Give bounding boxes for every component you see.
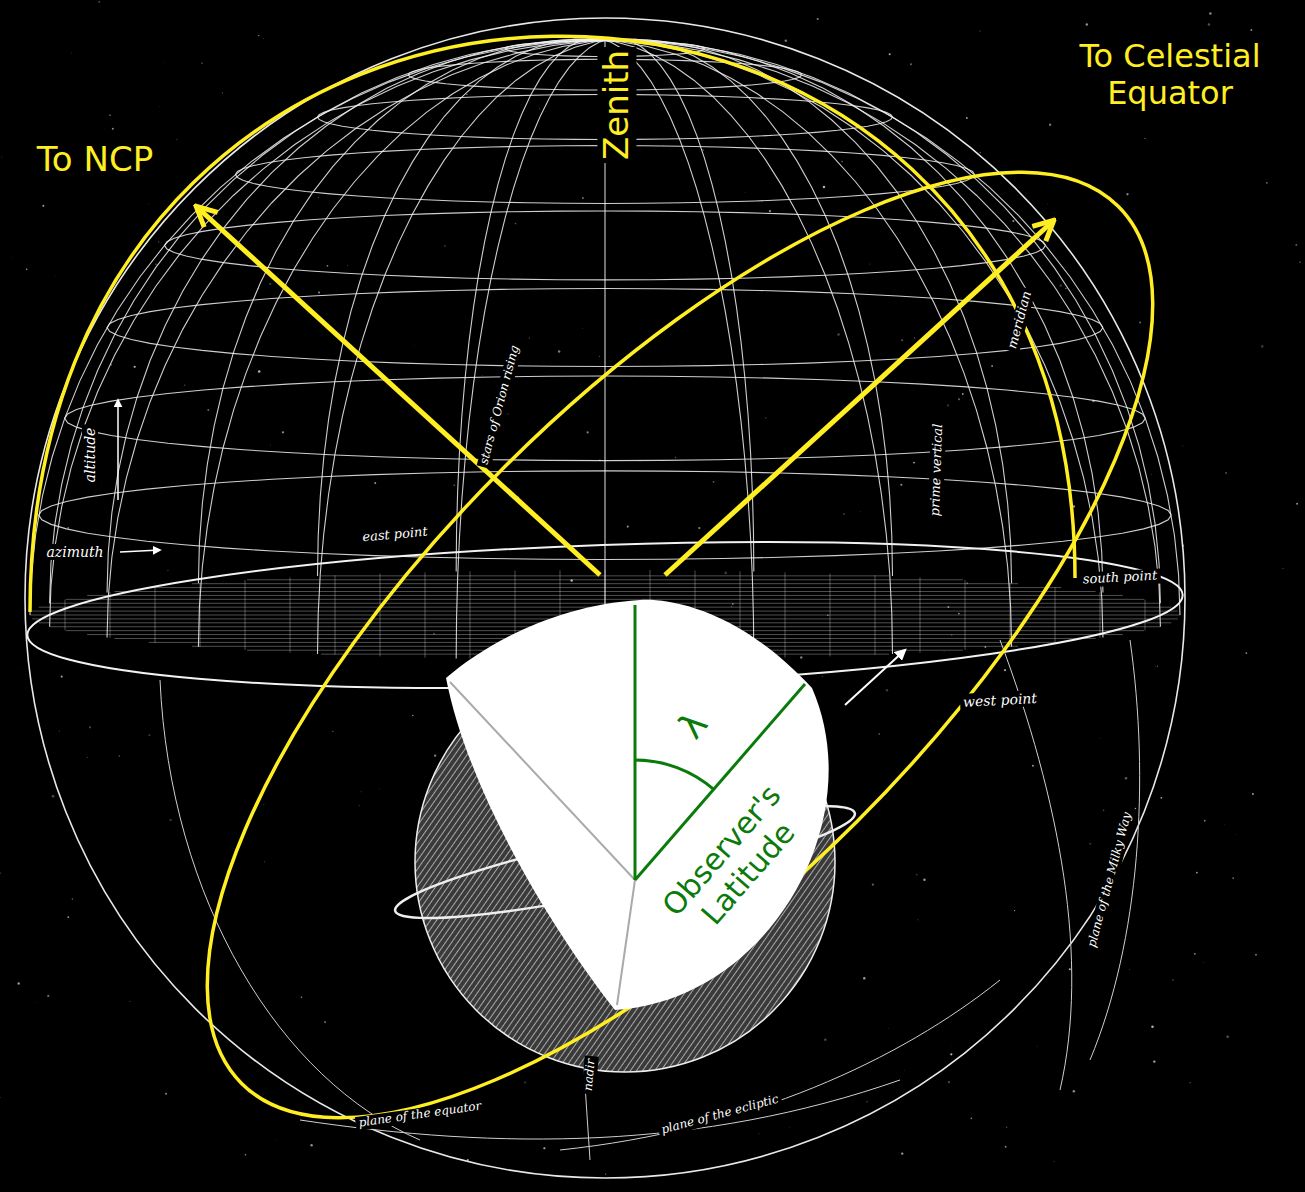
sketch-label: stars of Orion rising (477, 341, 524, 469)
sketch-label: prime vertical (928, 420, 946, 519)
pointer-label: To NCP (34, 140, 156, 179)
sketch-label: east point (359, 524, 431, 545)
sketch-label: azimuth (43, 544, 106, 560)
sketch-label: nadir (581, 1055, 598, 1094)
pointer-label: To Celestial Equator (1042, 38, 1298, 112)
pointer-arrow (845, 650, 905, 705)
yellow-overlay (30, 30, 1295, 1192)
sky-grid (25, 18, 1185, 1178)
azimuth-arrow (120, 550, 160, 552)
zenith-label: Zenith (597, 47, 636, 163)
sketch-label: south point (1079, 568, 1160, 587)
sketch-label: plane of the Milky Way (1085, 808, 1136, 952)
latitude-wedge (446, 600, 829, 1010)
sketch-label: plane of the ecliptic (657, 1092, 783, 1138)
altitude-arrow (117, 400, 119, 500)
sketch-label: altitude (82, 425, 98, 486)
sketch-label: west point (960, 690, 1041, 710)
sketch-label: plane of the equator (355, 1099, 485, 1131)
